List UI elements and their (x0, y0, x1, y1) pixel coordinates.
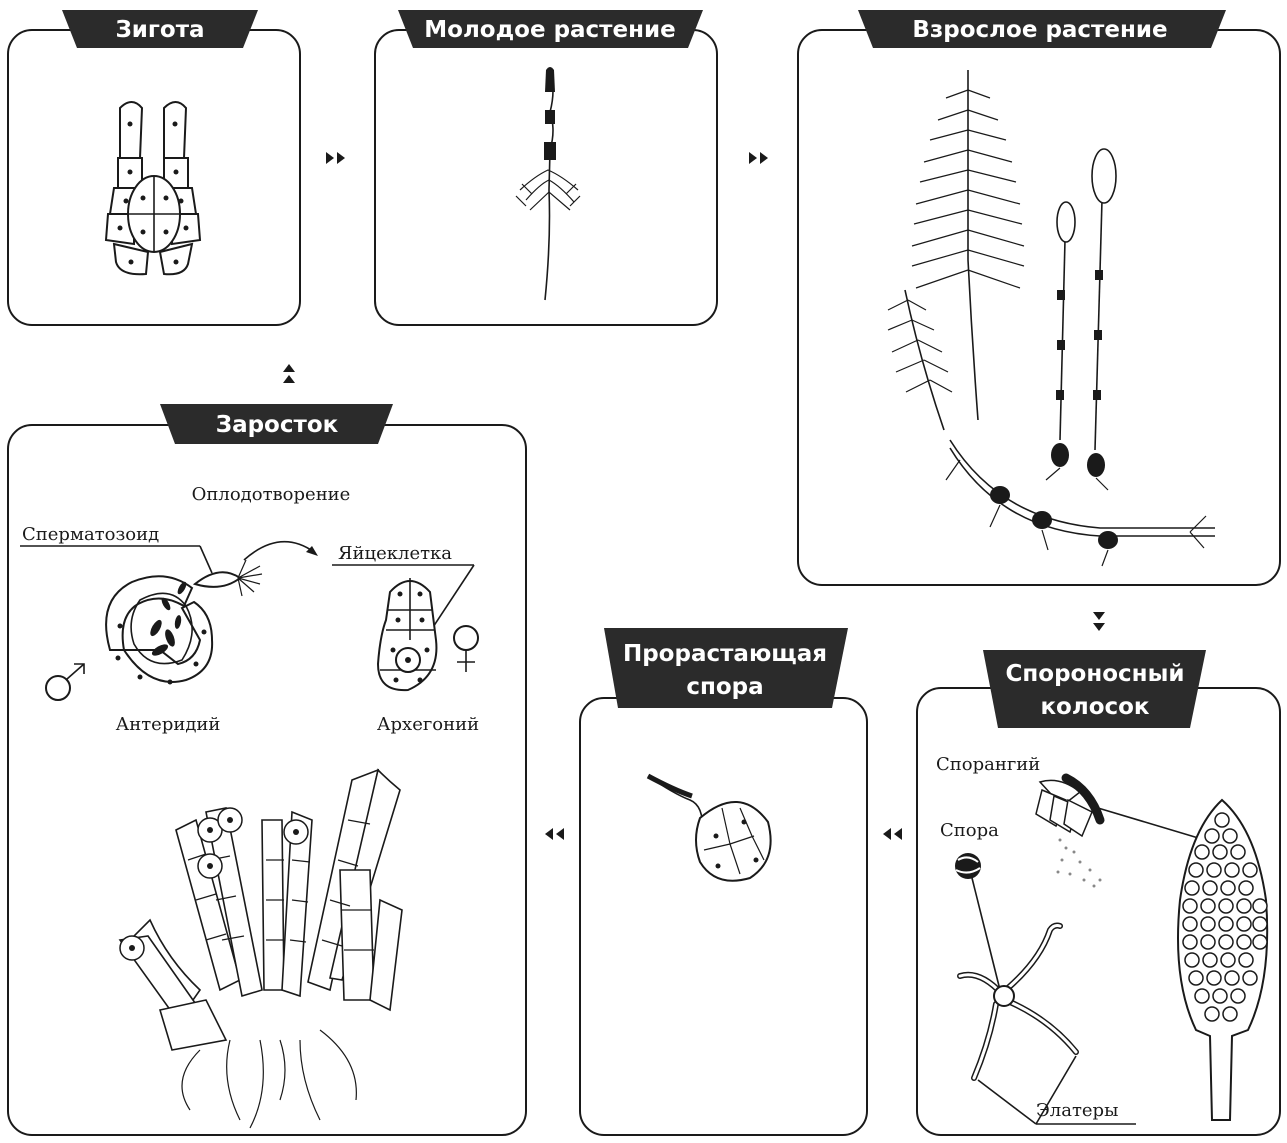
svg-text:Спороносный: Спороносный (1006, 661, 1185, 687)
prothallus-header: Заросток (160, 404, 393, 444)
adult-plant-panel (798, 30, 1280, 585)
fertilization-label: Оплодотворение (192, 484, 351, 505)
svg-text:колосок: колосок (1040, 694, 1149, 720)
double-arrow-right-icon (749, 152, 768, 164)
germinating-spore-panel (580, 698, 867, 1135)
double-arrow-down-icon (1093, 612, 1105, 631)
double-arrow-right-icon (326, 152, 345, 164)
sperm-label: Сперматозоид (22, 524, 159, 545)
double-arrow-left-icon (883, 828, 902, 840)
double-arrow-left-icon (545, 828, 564, 840)
svg-text:спора: спора (686, 674, 763, 700)
svg-text:Прорастающая: Прорастающая (623, 641, 827, 667)
adult-plant-header: Взрослое растение (858, 10, 1226, 48)
spore-label: Спора (940, 820, 999, 841)
antheridium-label: Антеридий (116, 714, 221, 735)
egg-label: Яйцеклетка (338, 543, 452, 564)
zygote-header: Зигота (62, 10, 258, 48)
sporangium-label: Спорангий (936, 754, 1040, 775)
svg-text:Заросток: Заросток (216, 412, 339, 438)
double-arrow-up-icon (283, 364, 295, 383)
svg-text:Взрослое растение: Взрослое растение (912, 17, 1167, 43)
archegonium-label: Архегоний (377, 714, 479, 735)
spore-spike-header: Спороносный колосок (983, 650, 1206, 728)
germinating-spore-header: Прорастающая спора (604, 628, 848, 708)
svg-text:Молодое растение: Молодое растение (424, 17, 675, 43)
svg-text:Зигота: Зигота (115, 17, 204, 43)
young-plant-header: Молодое растение (398, 10, 703, 48)
